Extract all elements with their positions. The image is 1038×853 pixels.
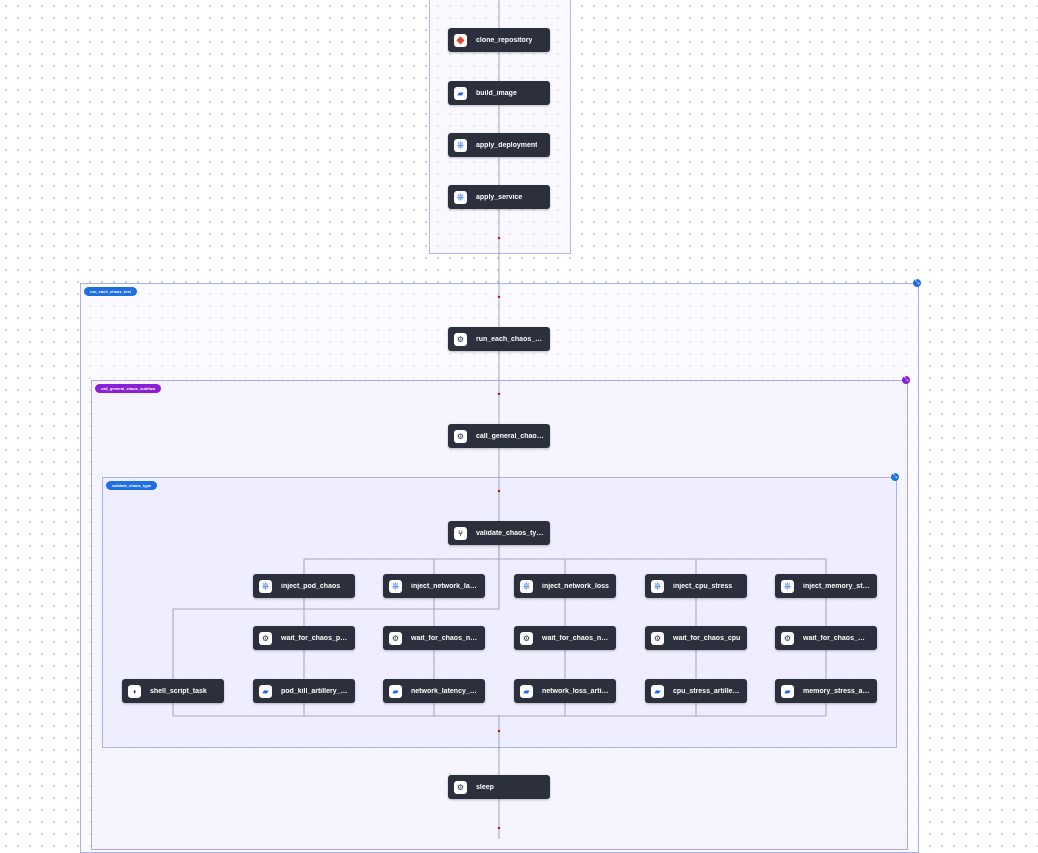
task-label: inject_cpu_stress xyxy=(673,582,733,590)
collapse-icon[interactable]: ⤡ xyxy=(913,279,921,287)
kubernetes-icon: ⎈ xyxy=(520,579,533,593)
task-label: inject_memory_stre… xyxy=(803,582,871,590)
docker-icon: ▰ xyxy=(651,684,664,698)
collapse-icon[interactable]: ⤡ xyxy=(902,376,910,384)
docker-icon: ▰ xyxy=(454,86,467,100)
task-node-memory-stress-artillery[interactable]: ▰ memory_stress_art… xyxy=(775,679,877,703)
task-label: wait_for_chaos_cpu xyxy=(673,634,741,642)
task-node-run-each-chaos-test[interactable]: ⚙ run_each_chaos_test xyxy=(448,327,550,351)
docker-icon: ▰ xyxy=(259,684,272,698)
kubernetes-icon: ⎈ xyxy=(389,579,402,593)
git-icon: ◆ xyxy=(454,33,467,47)
task-node-inject-network-latency[interactable]: ⎈ inject_network_late… xyxy=(383,574,485,598)
kubernetes-icon: ⎈ xyxy=(651,579,664,593)
workflow-icon: ⚙ xyxy=(259,631,272,645)
workflow-icon: ⚙ xyxy=(520,631,533,645)
task-label: sleep xyxy=(476,783,494,791)
task-node-sleep[interactable]: ⚙ sleep xyxy=(448,775,550,799)
task-node-apply-service[interactable]: ⎈ apply_service xyxy=(448,185,550,209)
task-node-call-general-chaos-subflow[interactable]: ⚙ call_general_chaos… xyxy=(448,424,550,448)
task-node-network-loss-artillery[interactable]: ▰ network_loss_artill… xyxy=(514,679,616,703)
task-label: run_each_chaos_test xyxy=(476,335,544,343)
task-label: wait_for_chaos_pod… xyxy=(281,634,349,642)
task-node-wait-for-chaos-memory[interactable]: ⚙ wait_for_chaos_me… xyxy=(775,626,877,650)
task-label: pod_kill_artillery_t… xyxy=(281,687,349,695)
task-label: wait_for_chaos_me… xyxy=(803,634,871,642)
task-node-wait-for-chaos-network-loss[interactable]: ⚙ wait_for_chaos_net… xyxy=(514,626,616,650)
task-node-inject-memory-stress[interactable]: ⎈ inject_memory_stre… xyxy=(775,574,877,598)
task-node-inject-cpu-stress[interactable]: ⎈ inject_cpu_stress xyxy=(645,574,747,598)
task-label: inject_pod_chaos xyxy=(281,582,341,590)
task-label: network_latency_ar… xyxy=(411,687,479,695)
task-node-wait-for-chaos-network-latency[interactable]: ⚙ wait_for_chaos_net… xyxy=(383,626,485,650)
group-badge-run-each-chaos-test[interactable]: run_each_chaos_test xyxy=(84,287,137,296)
task-label: wait_for_chaos_net… xyxy=(411,634,479,642)
task-node-inject-pod-chaos[interactable]: ⎈ inject_pod_chaos xyxy=(253,574,355,598)
group-badge-validate-chaos-type[interactable]: validate_chaos_type xyxy=(106,481,158,490)
kubernetes-icon: ⎈ xyxy=(454,138,467,152)
shell-icon: ◖ xyxy=(128,684,141,698)
task-label: inject_network_loss xyxy=(542,582,609,590)
task-label: apply_deployment xyxy=(476,141,538,149)
task-label: call_general_chaos… xyxy=(476,432,544,440)
task-node-build-image[interactable]: ▰ build_image xyxy=(448,81,550,105)
task-label: network_loss_artill… xyxy=(542,687,610,695)
docker-icon: ▰ xyxy=(520,684,533,698)
task-node-wait-for-chaos-pod[interactable]: ⚙ wait_for_chaos_pod… xyxy=(253,626,355,650)
task-label: build_image xyxy=(476,89,517,97)
workflow-icon: ⚙ xyxy=(454,780,467,794)
task-label: memory_stress_art… xyxy=(803,687,871,695)
task-label: inject_network_late… xyxy=(411,582,479,590)
task-label: apply_service xyxy=(476,193,523,201)
workflow-icon: ⚙ xyxy=(651,631,664,645)
task-label: cpu_stress_artillery… xyxy=(673,687,741,695)
kubernetes-icon: ⎈ xyxy=(454,190,467,204)
kubernetes-icon: ⎈ xyxy=(259,579,272,593)
kubernetes-icon: ⎈ xyxy=(781,579,794,593)
task-node-validate-chaos-type[interactable]: ⑂ validate_chaos_type xyxy=(448,521,550,545)
task-node-pod-kill-artillery[interactable]: ▰ pod_kill_artillery_t… xyxy=(253,679,355,703)
task-label: shell_script_task xyxy=(150,687,207,695)
task-label: validate_chaos_type xyxy=(476,529,544,537)
docker-icon: ▰ xyxy=(389,684,402,698)
task-node-cpu-stress-artillery[interactable]: ▰ cpu_stress_artillery… xyxy=(645,679,747,703)
group-badge-call-general-chaos-subflow[interactable]: call_general_chaos_subflow xyxy=(95,384,162,393)
collapse-icon[interactable]: ⤡ xyxy=(891,473,899,481)
task-node-network-latency-artillery[interactable]: ▰ network_latency_ar… xyxy=(383,679,485,703)
task-node-shell-script-task[interactable]: ◖ shell_script_task xyxy=(122,679,224,703)
docker-icon: ▰ xyxy=(781,684,794,698)
task-node-inject-network-loss[interactable]: ⎈ inject_network_loss xyxy=(514,574,616,598)
switch-icon: ⑂ xyxy=(454,526,467,540)
workflow-icon: ⚙ xyxy=(781,631,794,645)
task-label: wait_for_chaos_net… xyxy=(542,634,610,642)
workflow-icon: ⚙ xyxy=(454,429,467,443)
workflow-icon: ⚙ xyxy=(454,332,467,346)
task-node-apply-deployment[interactable]: ⎈ apply_deployment xyxy=(448,133,550,157)
task-label: clone_repository xyxy=(476,36,533,44)
task-node-clone-repository[interactable]: ◆ clone_repository xyxy=(448,28,550,52)
task-node-wait-for-chaos-cpu[interactable]: ⚙ wait_for_chaos_cpu xyxy=(645,626,747,650)
workflow-icon: ⚙ xyxy=(389,631,402,645)
